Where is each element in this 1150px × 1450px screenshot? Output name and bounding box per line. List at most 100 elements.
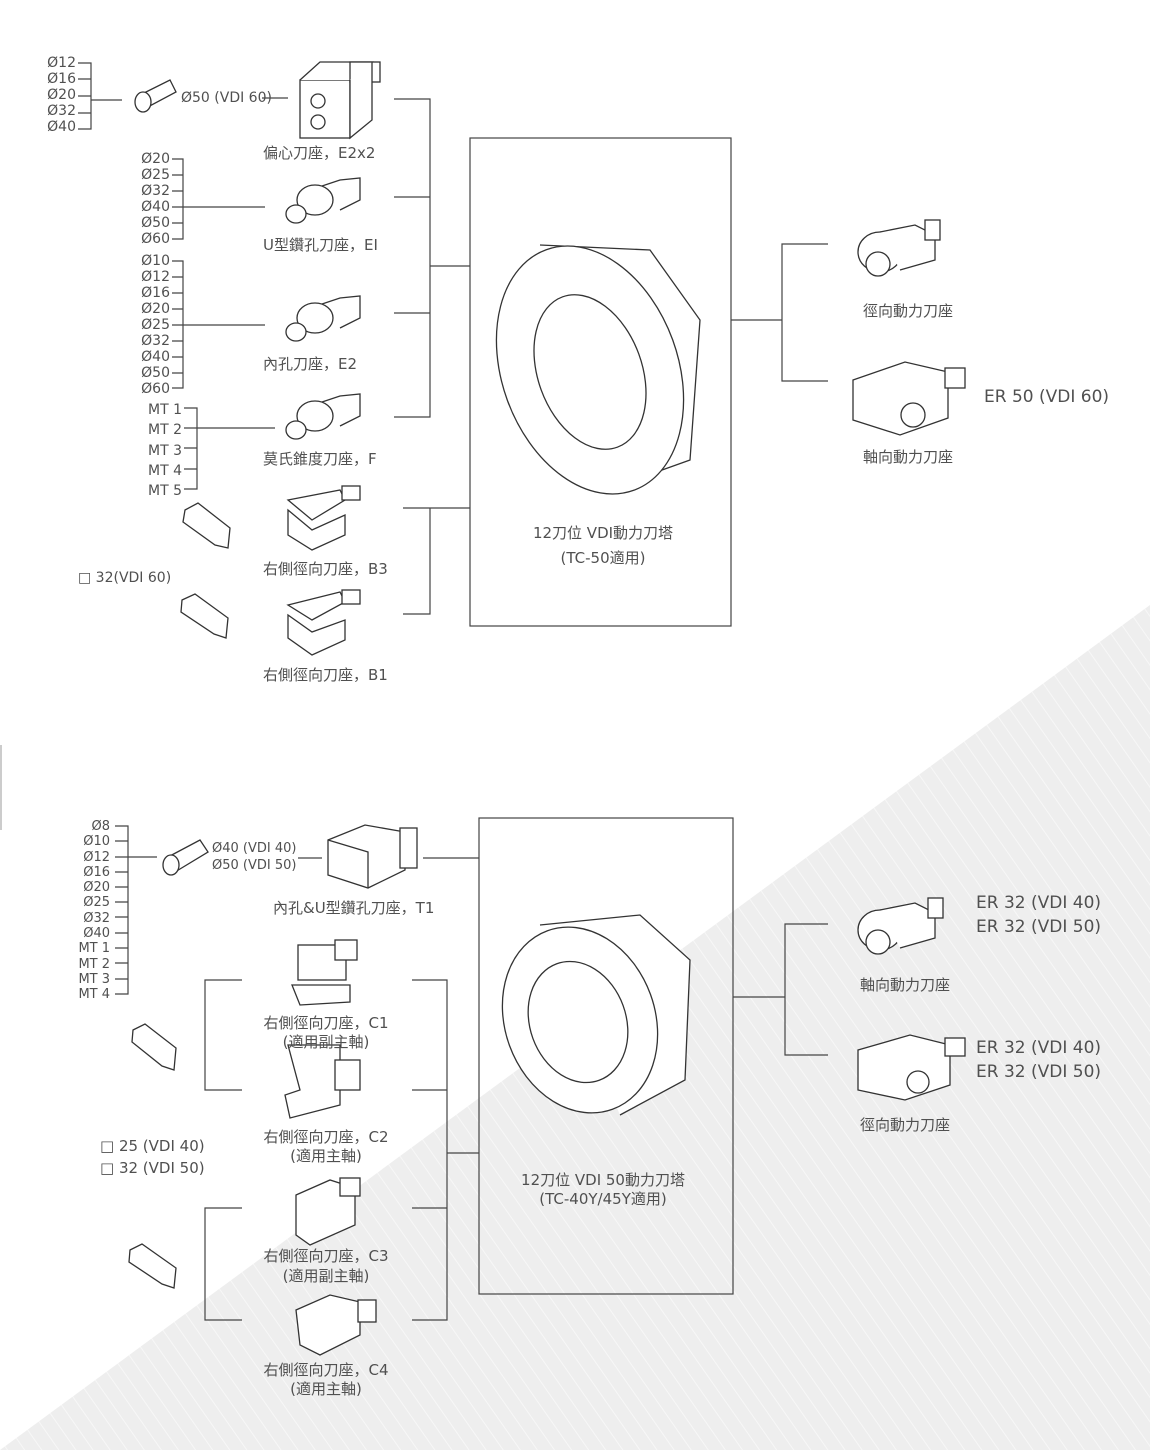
b1-holder-icon bbox=[286, 589, 361, 656]
square-shank-label-vdi50: □ 32 (VDI 50) bbox=[100, 1159, 205, 1177]
vdi50-turret-icon bbox=[501, 914, 691, 1116]
holder-label-b3: 右側徑向刀座，B3 bbox=[263, 560, 388, 578]
dia-item: MT 2 bbox=[78, 956, 110, 972]
holder-sub-c3: (適用副主軸) bbox=[282, 1267, 370, 1285]
radial-live-holder-icon bbox=[857, 219, 941, 277]
dia-item: MT 4 bbox=[78, 987, 110, 1003]
shank-label: Ø50 (VDI 60) bbox=[181, 90, 272, 106]
dia-item: Ø40 bbox=[141, 199, 170, 215]
holder-label-c2: 右側徑向刀座，C2 bbox=[263, 1128, 389, 1146]
holder-label-e2x2: 偏心刀座，E2x2 bbox=[263, 144, 376, 162]
holder-label-f: 莫氏錐度刀座，F bbox=[263, 450, 377, 468]
dia-item: Ø32 bbox=[47, 103, 76, 119]
tool-bit-icon bbox=[128, 1243, 177, 1289]
vdi-shank-icon bbox=[162, 839, 209, 876]
axial-live-holder-icon bbox=[852, 361, 966, 436]
e2x2-holder-icon bbox=[299, 61, 381, 140]
dia-item: Ø40 bbox=[47, 119, 76, 135]
dia-item: Ø12 bbox=[83, 849, 110, 865]
dia-item: MT 3 bbox=[78, 971, 110, 987]
e2-holder-icon bbox=[285, 295, 361, 342]
dia-item: Ø16 bbox=[83, 864, 110, 880]
vdi-turret-icon bbox=[495, 244, 701, 495]
dia-item: Ø10 bbox=[83, 834, 110, 850]
f-holder-icon bbox=[285, 393, 361, 440]
diameter-list-3: Ø10 Ø12 Ø16 Ø20 Ø25 Ø32 Ø40 Ø50 Ø60 bbox=[130, 253, 170, 397]
tool-bit-icon bbox=[180, 593, 229, 639]
shank-label-vdi50: Ø50 (VDI 50) bbox=[212, 858, 297, 873]
c2-holder-icon bbox=[284, 1044, 361, 1119]
mt-item: MT 3 bbox=[148, 442, 182, 459]
holder-label-c3: 右側徑向刀座，C3 bbox=[263, 1247, 389, 1265]
axial-live-label-bottom: 軸向動力刀座 bbox=[859, 976, 951, 994]
shank-label-vdi40: Ø40 (VDI 40) bbox=[212, 841, 297, 856]
dia-item: Ø60 bbox=[141, 231, 170, 247]
dia-item: Ø40 bbox=[83, 926, 110, 942]
turret-title: 12刀位 VDI動力刀塔 bbox=[532, 524, 674, 542]
radial-live-label-bottom: 徑向動力刀座 bbox=[859, 1116, 951, 1134]
square-shank-label-vdi40: □ 25 (VDI 40) bbox=[100, 1137, 205, 1155]
holder-sub-c1: (適用副主軸) bbox=[282, 1033, 370, 1051]
turret-subtitle-bottom: (TC-40Y/45Y適用) bbox=[539, 1190, 667, 1208]
b3-holder-icon bbox=[286, 485, 361, 551]
mt-item: MT 1 bbox=[148, 402, 182, 418]
diameter-list-bottom: Ø8 Ø10 Ø12 Ø16 Ø20 Ø25 Ø32 Ø40 MT 1 MT 2… bbox=[60, 819, 110, 1003]
er-axial-vdi50: ER 32 (VDI 50) bbox=[976, 917, 1102, 937]
holder-label-c4: 右側徑向刀座，C4 bbox=[263, 1361, 389, 1379]
diameter-list-1: Ø12 Ø16 Ø20 Ø32 Ø40 bbox=[40, 55, 76, 135]
mt-item: MT 5 bbox=[148, 483, 182, 500]
turret-subtitle: (TC-50適用) bbox=[560, 549, 646, 567]
c3-holder-icon bbox=[295, 1177, 361, 1246]
ei-holder-icon bbox=[285, 177, 361, 224]
mt-item: MT 2 bbox=[148, 422, 182, 439]
holder-sub-c2: (適用主軸) bbox=[290, 1147, 362, 1165]
holder-label-b1: 右側徑向刀座，B1 bbox=[263, 666, 388, 684]
connector-lines bbox=[78, 62, 828, 1321]
square-shank-label: □ 32(VDI 60) bbox=[78, 570, 172, 586]
holder-label-e2: 內孔刀座，E2 bbox=[263, 355, 358, 373]
dia-item: Ø16 bbox=[141, 285, 170, 301]
radial-live-holder-icon bbox=[857, 1034, 966, 1101]
dia-item: Ø12 bbox=[141, 269, 170, 285]
dia-item: Ø32 bbox=[141, 183, 170, 199]
holder-label-t1: 內孔&U型鑽孔刀座，T1 bbox=[273, 899, 435, 917]
dia-item: Ø32 bbox=[141, 333, 170, 349]
dia-item: Ø40 bbox=[141, 349, 170, 365]
dia-item: Ø50 bbox=[141, 215, 170, 231]
vdi-shank-icon bbox=[134, 79, 177, 113]
mt-item: MT 4 bbox=[148, 462, 182, 479]
dia-item: MT 1 bbox=[78, 941, 110, 957]
c4-holder-icon bbox=[295, 1294, 377, 1356]
er-radial-vdi50: ER 32 (VDI 50) bbox=[976, 1062, 1102, 1082]
turret-title-bottom: 12刀位 VDI 50動力刀塔 bbox=[521, 1171, 685, 1189]
tool-bit-icon bbox=[131, 1023, 177, 1071]
t1-holder-icon bbox=[327, 824, 418, 889]
dia-item: Ø12 bbox=[47, 55, 76, 71]
dia-item: Ø60 bbox=[141, 381, 170, 397]
holder-sub-c4: (適用主軸) bbox=[290, 1380, 362, 1398]
er-axial-vdi40: ER 32 (VDI 40) bbox=[976, 893, 1102, 913]
axial-live-holder-icon bbox=[857, 897, 944, 955]
dia-item: Ø20 bbox=[141, 151, 170, 167]
c1-holder-icon bbox=[291, 939, 358, 1006]
dia-item: Ø25 bbox=[83, 895, 110, 911]
dia-item: Ø8 bbox=[91, 819, 110, 834]
er-label: ER 50 (VDI 60) bbox=[984, 387, 1110, 407]
dia-item: Ø20 bbox=[141, 301, 170, 317]
diameter-list-2: Ø20 Ø25 Ø32 Ø40 Ø50 Ø60 bbox=[130, 151, 170, 247]
dia-item: Ø10 bbox=[141, 253, 170, 269]
mt-list: MT 1 MT 2 MT 3 MT 4 MT 5 bbox=[140, 400, 182, 501]
axial-live-label: 軸向動力刀座 bbox=[862, 448, 954, 466]
dia-item: Ø25 bbox=[141, 317, 170, 333]
dia-item: Ø32 bbox=[83, 910, 110, 926]
radial-live-label: 徑向動力刀座 bbox=[862, 302, 954, 320]
dia-item: Ø20 bbox=[47, 87, 76, 103]
tool-bit-icon bbox=[182, 502, 231, 549]
dia-item: Ø16 bbox=[47, 71, 76, 87]
dia-item: Ø50 bbox=[141, 365, 170, 381]
holder-label-ei: U型鑽孔刀座，EI bbox=[263, 236, 378, 254]
dia-item: Ø20 bbox=[83, 880, 110, 896]
dia-item: Ø25 bbox=[141, 167, 170, 183]
